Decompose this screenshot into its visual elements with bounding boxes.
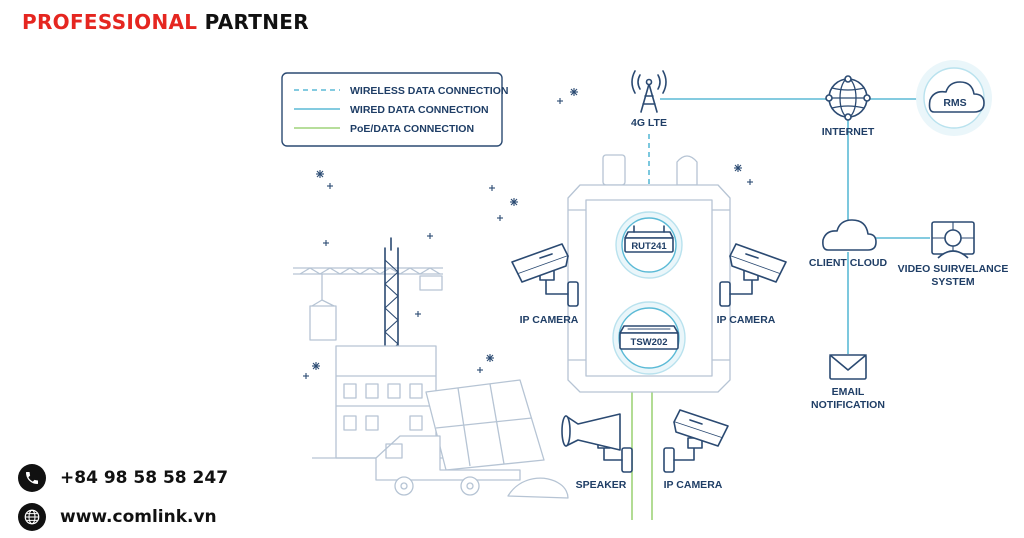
client-cloud-label: CLIENT CLOUD: [809, 257, 888, 269]
video-label-line2: SYSTEM: [931, 276, 974, 288]
speaker-label: SPEAKER: [576, 479, 627, 491]
lte-label: 4G LTE: [631, 117, 667, 129]
ip-camera-bottom-icon: [663, 409, 729, 473]
rms-cloud-icon: [928, 81, 985, 113]
video-surveillance-icon: [931, 221, 975, 259]
phone-number[interactable]: +84 98 58 58 247: [60, 468, 229, 488]
ip-camera-bottom-label: IP CAMERA: [664, 479, 723, 491]
ip-camera-left-label: IP CAMERA: [520, 314, 579, 326]
internet-label: INTERNET: [822, 126, 875, 138]
contact-phone: +84 98 58 58 247: [18, 463, 228, 493]
switch-label: TSW202: [631, 337, 668, 348]
legend-poe-label: PoE/DATA CONNECTION: [350, 123, 474, 135]
router-node: [615, 211, 683, 279]
legend-wireless-label: WIRELESS DATA CONNECTION: [350, 85, 508, 97]
brand-accent: PROFESSIONAL: [22, 10, 198, 34]
website-link[interactable]: www.comlink.vn: [60, 507, 217, 527]
switch-device-icon: [619, 325, 679, 350]
phone-icon: [18, 464, 46, 492]
email-label-line1: EMAIL: [832, 386, 865, 398]
globe-icon: [18, 503, 46, 531]
ip-camera-right-icon: [719, 243, 787, 307]
internet-globe-icon: [825, 75, 871, 121]
video-label-line1: VIDEO SUIRVELANCE: [898, 263, 1009, 275]
brand-rest: PARTNER: [204, 10, 309, 34]
enclosure-cabinet: [567, 154, 731, 393]
router-label: RUT241: [631, 241, 667, 252]
rms-label: RMS: [943, 97, 966, 109]
email-label-line2: NOTIFICATION: [811, 399, 885, 411]
email-envelope-icon: [829, 354, 867, 380]
brand-title: PROFESSIONAL PARTNER: [22, 10, 309, 34]
client-cloud-icon: [822, 219, 877, 251]
router-device-icon: [624, 225, 674, 253]
ip-camera-right-label: IP CAMERA: [717, 314, 776, 326]
rms-node: [916, 60, 992, 136]
switch-node: [612, 301, 686, 375]
dump-truck-illustration: [375, 379, 569, 499]
contact-website: www.comlink.vn: [18, 502, 217, 532]
speaker-icon: [561, 413, 633, 473]
sparkles-decoration: [303, 88, 753, 379]
ip-camera-left-icon: [511, 243, 579, 307]
legend: WIRELESS DATA CONNECTION WIRED DATA CONN…: [281, 72, 508, 147]
legend-wired-label: WIRED DATA CONNECTION: [350, 104, 489, 116]
lte-tower-icon: [631, 70, 667, 113]
